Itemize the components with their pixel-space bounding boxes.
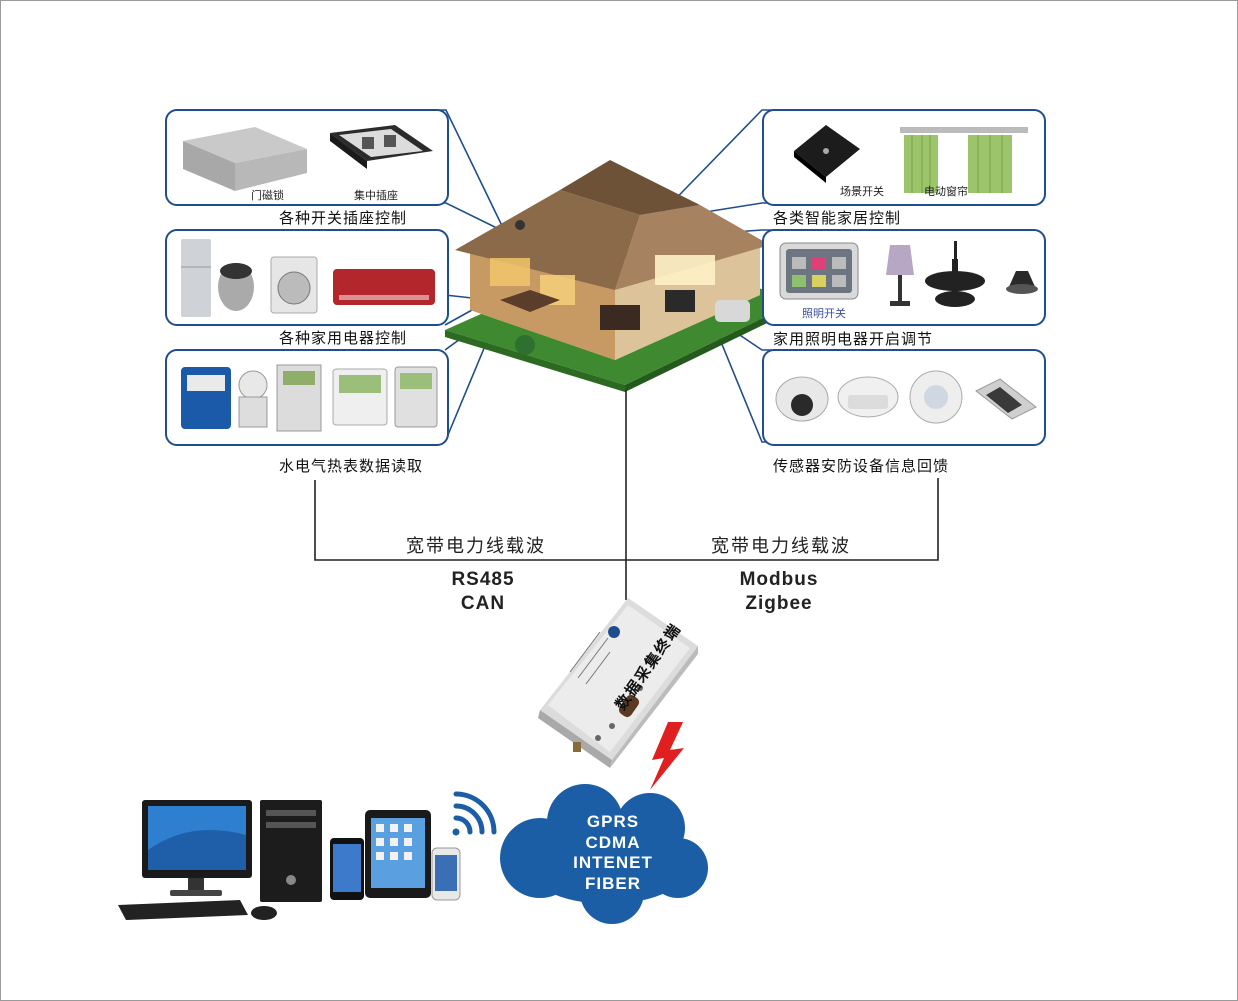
network-intenet: INTENET: [573, 853, 653, 872]
sensor-images: [775, 370, 1037, 424]
lighting-box: 照明开关: [762, 229, 1046, 326]
appliance-box: [165, 229, 449, 326]
smart-home-box: 场景开关 电动窗帘: [762, 109, 1046, 206]
carrier-lines: [314, 390, 939, 600]
cloud-network-types: GPRS CDMA INTENET FIBER: [548, 812, 678, 894]
lighting-caption: 家用照明电器开启调节: [773, 330, 934, 348]
sensor-caption: 传感器安防设备信息回馈: [773, 457, 950, 475]
lighting-switch-label: 照明开关: [802, 307, 846, 320]
scene-switch-label: 场景开关: [840, 185, 884, 198]
door-lock-and-socket-images: [183, 125, 433, 191]
switch-socket-caption: 各种开关插座控制: [279, 209, 408, 227]
meter-caption: 水电气热表数据读取: [279, 457, 424, 475]
data-terminal-device: [538, 598, 698, 768]
curtain-label: 电动窗帘: [924, 185, 968, 198]
smart-home-caption: 各类智能家居控制: [773, 209, 902, 227]
client-devices-illustration: [118, 800, 461, 920]
network-cdma: CDMA: [585, 832, 641, 852]
network-cloud-icon: [500, 784, 708, 924]
protocol-modbus: Modbus: [739, 569, 819, 590]
sensor-box: [762, 349, 1046, 446]
meter-images: [181, 364, 438, 432]
appliance-caption: 各种家用电器控制: [279, 329, 408, 347]
network-fiber: FIBER: [585, 873, 641, 893]
smart-house-illustration: [445, 160, 800, 392]
left-protocols: RS485 CAN: [428, 568, 538, 616]
protocol-rs485: RS485: [451, 569, 515, 590]
left-carrier-label: 宽带电力线载波: [406, 536, 546, 557]
right-protocols: Modbus Zigbee: [724, 568, 834, 616]
socket-label: 集中插座: [354, 189, 398, 202]
lightning-icon: [650, 722, 684, 790]
meter-box: [165, 349, 449, 446]
scene-switch-and-curtain-images: [794, 125, 1028, 193]
switch-socket-box: 门磁锁 集中插座: [165, 109, 449, 206]
protocol-can: CAN: [460, 593, 506, 614]
network-gprs: GPRS: [586, 812, 640, 831]
right-carrier-label: 宽带电力线载波: [711, 536, 851, 557]
wifi-icon: [452, 791, 497, 836]
door-lock-label: 门磁锁: [251, 189, 284, 202]
appliance-images: [181, 239, 435, 317]
lighting-images: [779, 241, 1038, 307]
protocol-zigbee: Zigbee: [745, 593, 813, 614]
